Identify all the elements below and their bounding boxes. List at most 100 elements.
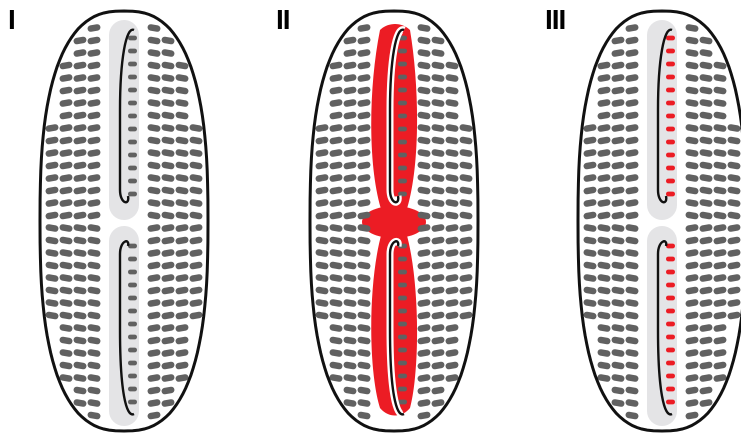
areola: [445, 99, 459, 108]
areola: [315, 261, 329, 270]
areola: [147, 386, 161, 395]
highlighted-areola: [666, 101, 675, 106]
areola: [87, 49, 101, 58]
areola: [329, 174, 343, 183]
areola: [699, 61, 713, 70]
areola: [87, 149, 101, 158]
areola: [611, 361, 625, 370]
areola: [431, 311, 445, 320]
areola: [343, 374, 357, 383]
areola: [699, 311, 713, 320]
areola: [713, 311, 727, 320]
areola: [417, 49, 431, 58]
areola: [431, 99, 445, 108]
areola: [431, 161, 445, 170]
areola: [417, 136, 431, 145]
areola: [357, 124, 371, 133]
areola: [73, 249, 87, 258]
areola: [175, 99, 189, 108]
areola: [417, 61, 431, 70]
areola: [45, 161, 59, 170]
areola: [315, 161, 329, 170]
areola: [611, 349, 625, 358]
areola: [73, 274, 87, 283]
areola: [445, 149, 459, 158]
areola: [713, 374, 727, 383]
areola: [175, 274, 189, 283]
areola: [459, 136, 473, 145]
areola: [87, 36, 101, 45]
raphe-areola: [398, 88, 407, 93]
highlighted-areola: [666, 361, 675, 366]
areola: [175, 136, 189, 145]
areola: [315, 236, 329, 245]
areola: [459, 261, 473, 270]
highlighted-areola: [666, 348, 675, 353]
areola: [161, 86, 175, 95]
areola: [727, 149, 741, 158]
areola: [625, 174, 639, 183]
areola: [625, 49, 639, 58]
areola: [343, 86, 357, 95]
areola: [417, 186, 431, 195]
areola: [417, 111, 431, 120]
areola: [343, 249, 357, 258]
areola: [161, 99, 175, 108]
areola: [713, 86, 727, 95]
areola: [59, 74, 73, 83]
areola: [315, 274, 329, 283]
areola: [343, 324, 357, 333]
areola: [685, 374, 699, 383]
areola: [343, 149, 357, 158]
areola: [727, 261, 741, 270]
areola: [147, 411, 161, 420]
areola: [625, 361, 639, 370]
areola: [343, 74, 357, 83]
areola: [87, 286, 101, 295]
areola: [189, 311, 203, 320]
areola: [597, 111, 611, 120]
areola: [685, 186, 699, 195]
areola: [699, 336, 713, 345]
raphe-areola: [128, 62, 137, 67]
areola: [417, 299, 431, 308]
areola: [189, 249, 203, 258]
areola: [175, 149, 189, 158]
areola: [189, 149, 203, 158]
areola: [445, 374, 459, 383]
areola: [147, 211, 161, 220]
raphe-areola: [398, 192, 407, 197]
areola: [161, 124, 175, 133]
areola: [445, 124, 459, 133]
areola: [445, 336, 459, 345]
areola: [73, 286, 87, 295]
areola: [685, 99, 699, 108]
areola: [431, 61, 445, 70]
areola: [699, 274, 713, 283]
areola: [431, 199, 445, 208]
areola: [45, 249, 59, 258]
areola: [611, 211, 625, 220]
areola: [625, 99, 639, 108]
areola: [597, 74, 611, 83]
areola: [685, 49, 699, 58]
areola: [147, 174, 161, 183]
areola: [343, 361, 357, 370]
areola: [147, 374, 161, 383]
raphe-areola: [128, 127, 137, 132]
areola: [59, 224, 73, 233]
areola: [161, 286, 175, 295]
areola: [147, 36, 161, 45]
areola: [685, 86, 699, 95]
areola: [625, 136, 639, 145]
raphe-areola: [128, 361, 137, 366]
areola: [343, 224, 357, 233]
areola: [45, 236, 59, 245]
areola: [597, 261, 611, 270]
areola: [685, 324, 699, 333]
areola: [59, 111, 73, 120]
areola: [343, 274, 357, 283]
areola: [445, 274, 459, 283]
areola: [329, 349, 343, 358]
areola: [699, 211, 713, 220]
